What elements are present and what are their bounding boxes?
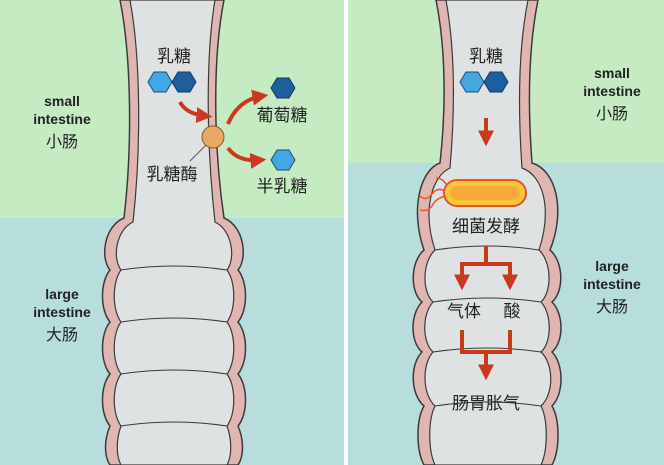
right-large-intestine-label-zh: 大肠 — [596, 297, 628, 316]
glucose-label: 葡萄糖 — [257, 106, 308, 126]
right-large-intestine-label-en-1: large — [595, 258, 629, 274]
acid-label: 酸 — [504, 302, 521, 322]
glucose-product-hexagon-icon — [270, 77, 296, 99]
lactase-pointer-line — [189, 144, 207, 162]
right-lactose-label: 乳糖 — [469, 47, 503, 67]
right-panel: small intestine 小肠 large intestine 大肠 乳糖… — [348, 0, 664, 465]
galactose-product-hexagon-icon — [270, 149, 296, 171]
glucose-hexagon-icon — [171, 71, 197, 93]
bloating-label: 肠胃胀气 — [452, 394, 520, 414]
galactose-hexagon-icon — [147, 71, 173, 93]
lactose-to-enzyme-arrow — [178, 100, 213, 124]
right-small-intestine-label-zh: 小肠 — [596, 104, 628, 123]
left-intestine-fold — [120, 265, 228, 271]
left-small-intestine-label-zh: 小肠 — [46, 132, 78, 151]
glucose-hexagon-icon — [483, 71, 509, 93]
left-large-intestine-label-en-1: large — [45, 286, 79, 302]
left-lactose-label: 乳糖 — [157, 47, 191, 67]
left-intestine-fold — [120, 369, 228, 375]
left-intestine-fold — [120, 317, 228, 323]
right-small-intestine-label-en-1: small — [594, 65, 630, 81]
right-intestine-fold — [434, 401, 542, 407]
merge-arrows — [460, 330, 512, 381]
gas-label: 气体 — [447, 302, 481, 322]
left-small-intestine-label-en-2: intestine — [33, 111, 91, 127]
bacterium-icon — [419, 177, 527, 212]
lactase-enzyme-icon — [201, 125, 225, 149]
left-large-intestine-label-en-2: intestine — [33, 304, 91, 320]
galactose-label: 半乳糖 — [257, 177, 308, 197]
left-small-intestine-label-en-1: small — [44, 93, 80, 109]
right-small-intestine-label-en-2: intestine — [583, 83, 641, 99]
panel-divider — [344, 0, 348, 465]
fermentation-branch-arrows — [454, 246, 518, 291]
right-large-intestine-label-en-2: intestine — [583, 276, 641, 292]
left-panel: small intestine 小肠 large intestine 大肠 乳糖… — [0, 0, 344, 465]
right-intestine-fold — [432, 297, 542, 303]
bacterial-fermentation-label: 细菌发酵 — [452, 217, 520, 237]
right-intestine-fold — [432, 347, 542, 353]
left-large-intestine-label-zh: 大肠 — [46, 325, 78, 344]
galactose-hexagon-icon — [459, 71, 485, 93]
left-intestine-fold — [120, 421, 228, 427]
lactase-label: 乳糖酶 — [147, 165, 198, 185]
enzyme-to-glucose-arrow — [226, 89, 269, 125]
enzyme-to-galactose-arrow — [226, 146, 267, 169]
